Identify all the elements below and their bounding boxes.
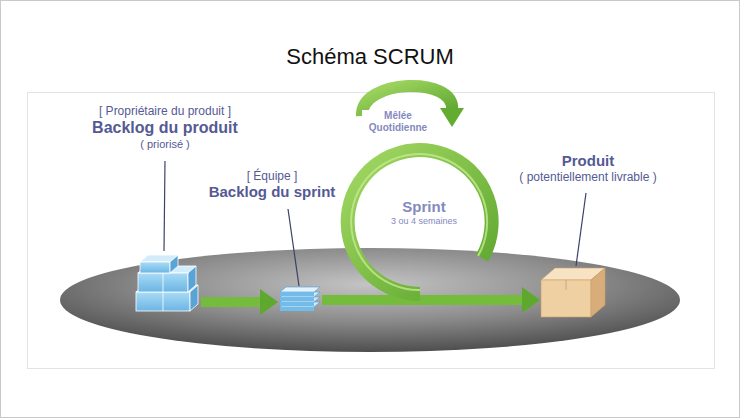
sprint-ring	[348, 150, 492, 294]
sprint-ring-highlight	[351, 154, 487, 290]
node-note: ( priorisé )	[92, 138, 238, 151]
node-heading: Produit	[519, 152, 656, 170]
node-heading: Sprint	[391, 198, 457, 216]
plate	[280, 297, 320, 302]
plate	[280, 307, 314, 311]
cube-front	[140, 262, 170, 273]
node-heading: [ Équipe ]	[209, 169, 336, 183]
sprint-cycle: Sprint3 ou 4 semaines	[345, 145, 495, 305]
node-title: Backlog du sprint	[209, 183, 336, 201]
node-text-group: [ Équipe ]Backlog du sprint	[209, 169, 336, 201]
cube-front	[136, 292, 190, 311]
ground-disc	[60, 248, 680, 352]
node-text-group: [ Propriétaire du produit ]Backlog du pr…	[92, 104, 238, 151]
node-heading: [ Propriétaire du produit ]	[92, 104, 238, 118]
node-title: ( potentiellement livrable )	[519, 170, 656, 184]
sprint-backlog: [ Équipe ]Backlog du sprint	[278, 287, 322, 314]
plate	[280, 292, 320, 297]
box-tape	[566, 280, 567, 290]
cube-front	[138, 273, 188, 292]
diagram-title: Schéma SCRUM	[0, 44, 740, 70]
product-increment: Produit( potentiellement livrable )	[540, 266, 606, 318]
leader-line	[164, 161, 165, 251]
node-text-group: Sprint3 ou 4 semaines	[391, 198, 457, 227]
cube-seam	[163, 292, 164, 311]
node-title: Backlog du produit	[92, 118, 238, 137]
cube-side	[170, 255, 178, 273]
daily-curl-head	[440, 108, 464, 127]
leader-line	[288, 209, 299, 286]
node-title: 3 ou 4 semaines	[391, 216, 457, 227]
picture-frame	[28, 93, 715, 369]
product-backlog: [ Propriétaire du produit ]Backlog du pr…	[133, 250, 201, 315]
plate	[280, 292, 314, 296]
flow-arrow	[495, 295, 522, 305]
plate	[280, 302, 314, 306]
flow-arrow	[322, 295, 345, 305]
product-box	[541, 268, 605, 317]
box-front	[541, 280, 591, 317]
backlog-cubes	[136, 255, 198, 311]
plate	[280, 287, 320, 292]
box-side	[591, 268, 605, 317]
flow-arrow	[201, 297, 260, 307]
leader-line	[576, 193, 586, 266]
plate	[280, 297, 314, 301]
cube-seam	[163, 273, 164, 292]
plate	[280, 302, 320, 307]
sprint-plates	[280, 287, 320, 311]
daily-scrum-label: Mêlée Quotidienne	[362, 110, 434, 134]
node-text-group: Produit( potentiellement livrable )	[519, 152, 656, 184]
cube-side	[188, 266, 196, 292]
